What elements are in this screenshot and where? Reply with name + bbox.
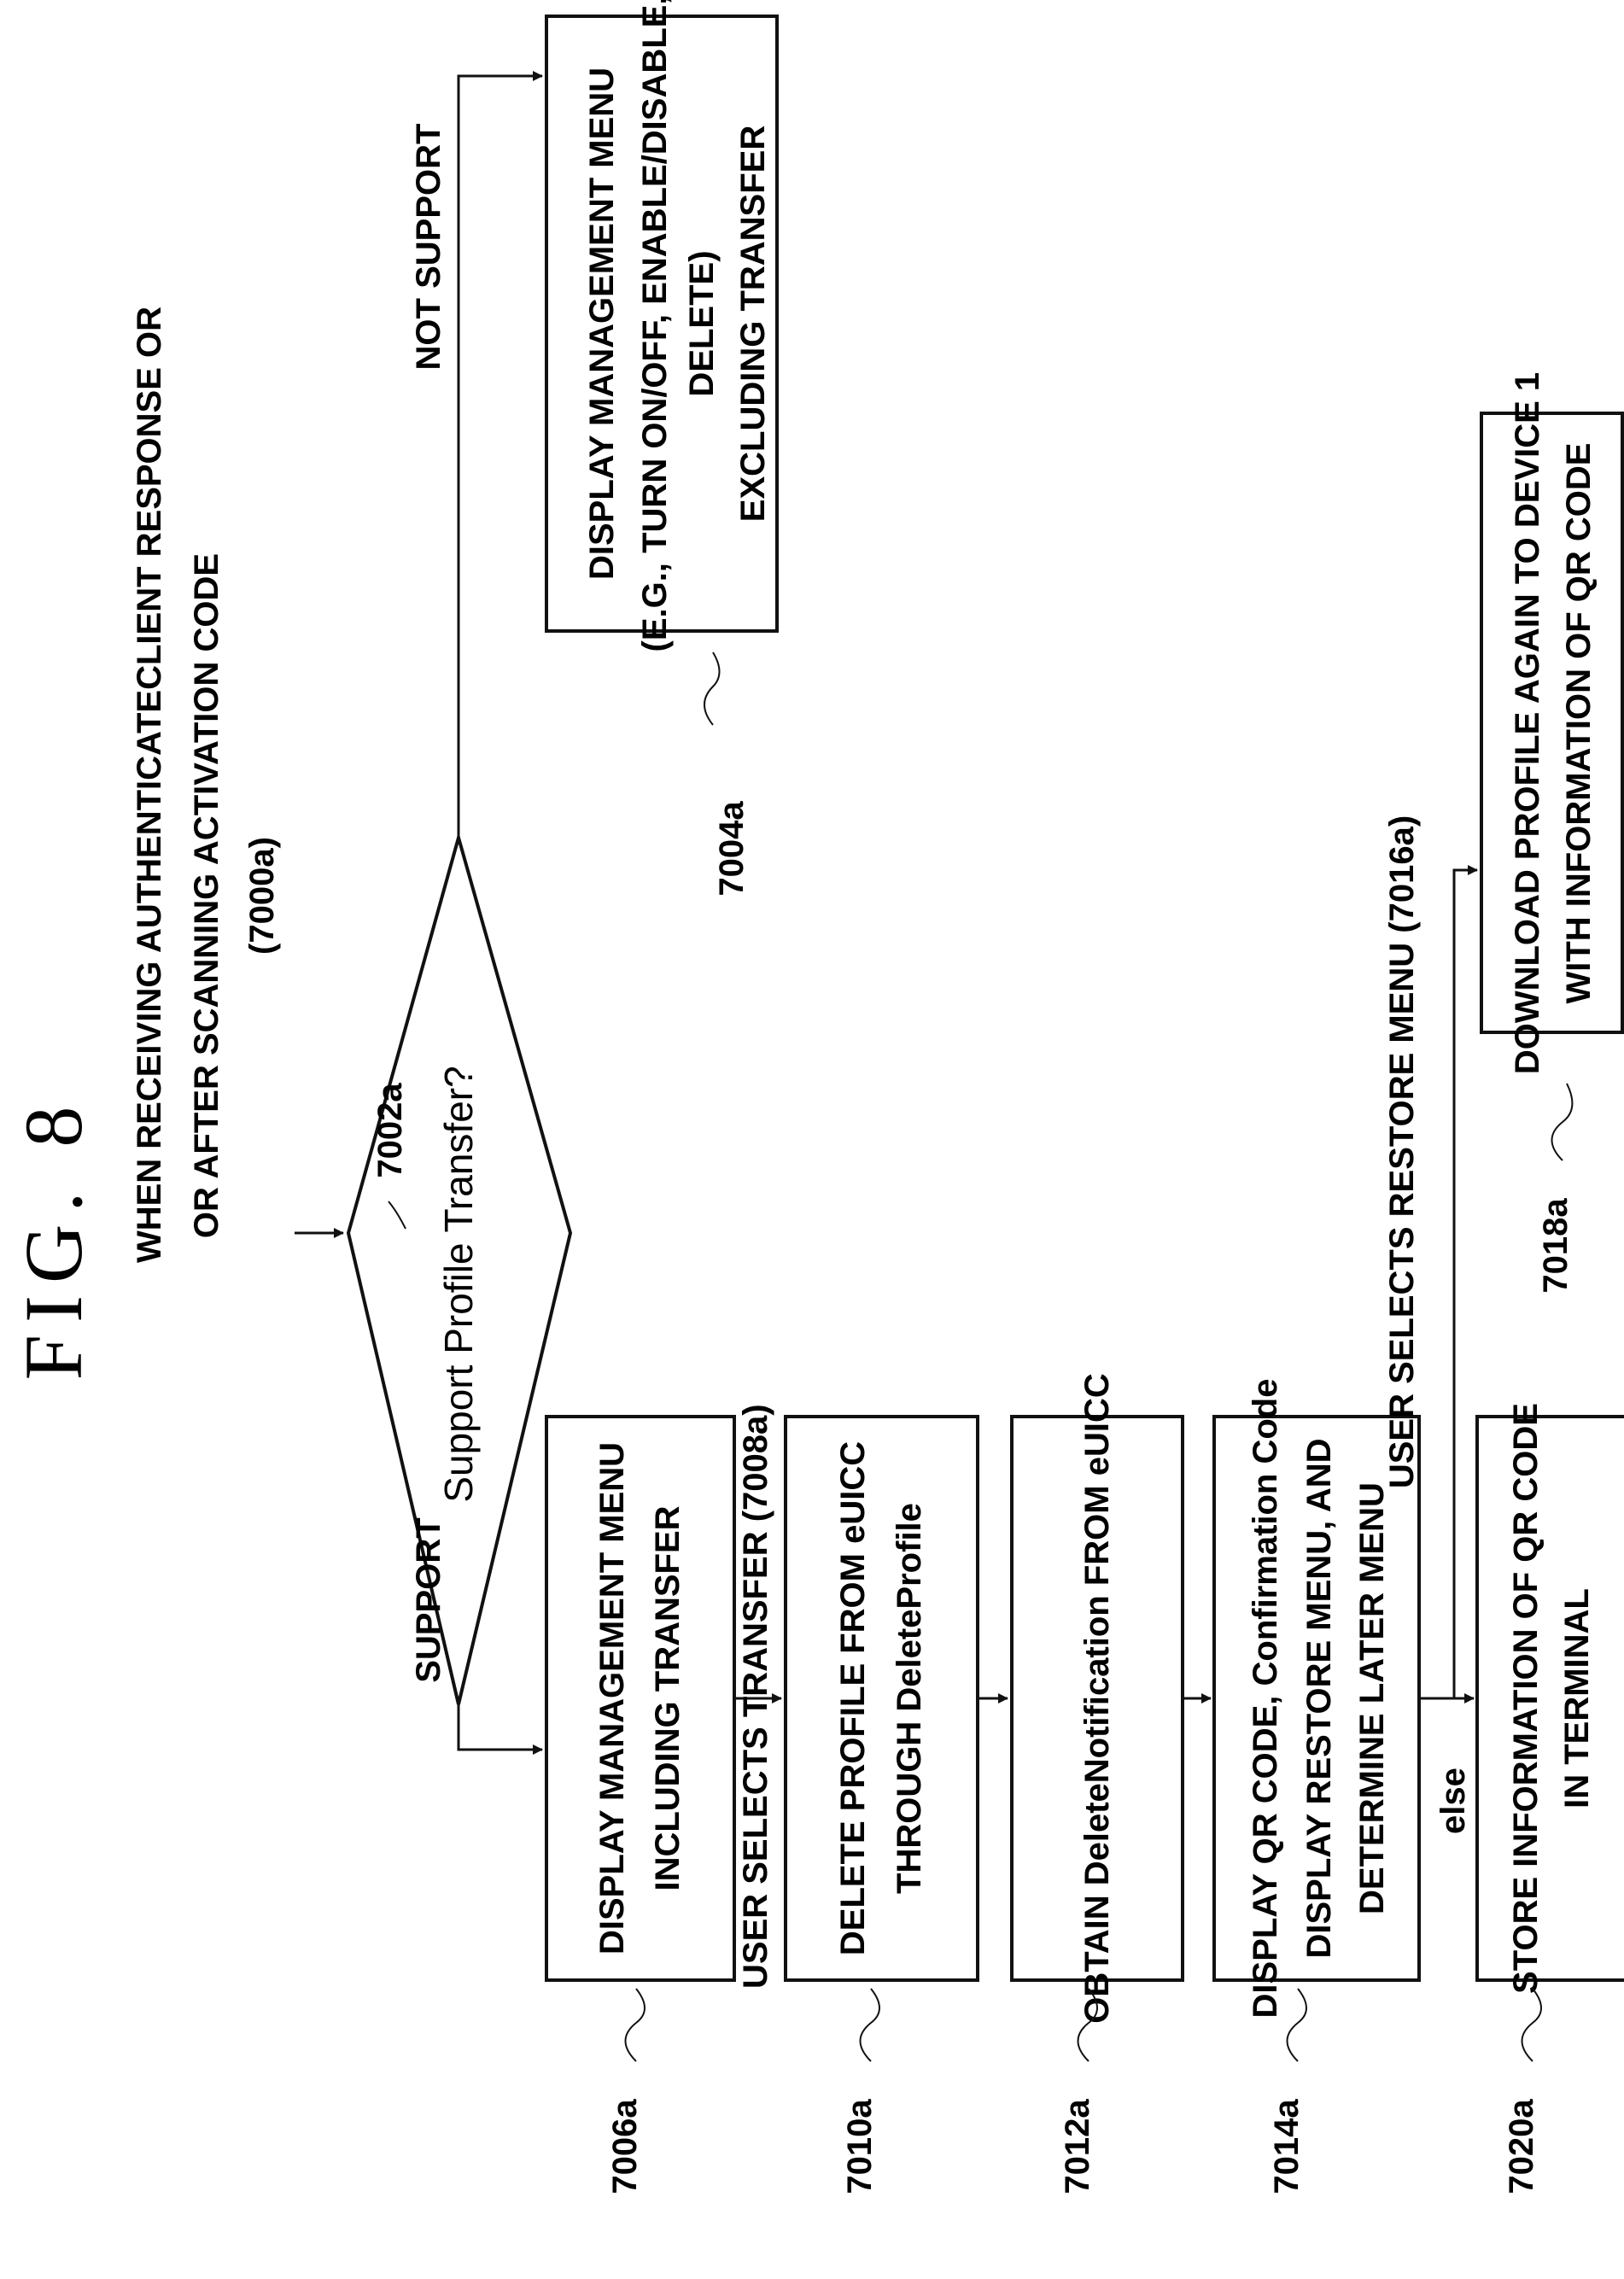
box-7012a-line-1: OBTAIN DeleteNotification FROM eUICC: [1078, 1373, 1116, 2024]
box-7004a-leader: [704, 652, 720, 725]
box-7010a-line-2: THROUGH DeleteProfile: [891, 1503, 928, 1894]
arrow-restore-to-7018: [1454, 870, 1477, 1698]
box-7018a-ref: 7018a: [1537, 1198, 1574, 1294]
box-7004a-line-1: DISPLAY MANAGEMENT MENU: [583, 67, 621, 580]
box-7004a-line-2: (E.G., TURN ON/OFF, ENABLE/DISABLE,: [636, 0, 674, 652]
box-7006a: [546, 1417, 734, 1980]
start-condition-line-1: WHEN RECEIVING AUTHENTICATECLIENT RESPON…: [131, 307, 168, 1263]
decision-ref-leader: [388, 1201, 406, 1229]
label-else: else: [1434, 1768, 1472, 1834]
box-7004a-ref: 7004a: [713, 801, 751, 897]
decision-ref: 7002a: [371, 1083, 409, 1178]
box-7010a: [786, 1417, 978, 1980]
box-7018a: [1481, 413, 1622, 1032]
box-7020a: [1477, 1417, 1624, 1980]
box-7018a-line-2: WITH INFORMATION OF QR CODE: [1560, 443, 1598, 1004]
label-user-selects-restore: USER SELECTS RESTORE MENU (7016a): [1383, 815, 1421, 1488]
box-7012a-ref: 7012a: [1059, 2099, 1096, 2194]
box-7014a-line-1: DISPLAY QR CODE, Confirmation Code: [1247, 1379, 1284, 2019]
box-7014a-line-2: DISPLAY RESTORE MENU, AND: [1300, 1438, 1338, 1958]
start-condition-line-3: (7000a): [243, 837, 281, 955]
box-7010a-line-1: DELETE PROFILE FROM eUICC: [834, 1441, 872, 1955]
label-user-selects-transfer: USER SELECTS TRANSFER (7008a): [737, 1404, 774, 1989]
box-7020a-leader: [1522, 1989, 1542, 2061]
box-7006a-line-2: INCLUDING TRANSFER: [649, 1505, 686, 1890]
box-7006a-ref: 7006a: [606, 2099, 644, 2194]
box-7018a-leader: [1552, 1084, 1573, 1160]
decision-text: Support Profile Transfer?: [436, 1066, 481, 1502]
box-7014a-ref: 7014a: [1268, 2099, 1306, 2194]
label-support: SUPPORT: [410, 1517, 447, 1682]
box-7014a-line-3: DETERMINE LATER MENU: [1353, 1482, 1391, 1914]
box-7004a-line-3: DELETE): [683, 250, 721, 396]
box-7020a-line-2: IN TERMINAL: [1558, 1588, 1596, 1809]
box-7014a-leader: [1288, 1989, 1307, 2061]
arrow-support: [459, 1704, 542, 1750]
box-7018a-line-1: DOWNLOAD PROFILE AGAIN TO DEVICE 1: [1509, 372, 1546, 1074]
box-7020a-ref: 7020a: [1503, 2099, 1540, 2194]
box-7004a-line-4: EXCLUDING TRANSFER: [734, 126, 772, 523]
box-7006a-line-1: DISPLAY MANAGEMENT MENU: [593, 1442, 631, 1955]
arrow-not-support: [459, 76, 542, 838]
box-7020a-line-1: STORE INFORMATION OF QR CODE: [1507, 1403, 1545, 1994]
figure-title: FIG. 8: [8, 1095, 99, 1381]
box-7010a-leader: [861, 1989, 880, 2061]
box-7010a-ref: 7010a: [841, 2099, 879, 2194]
box-7006a-leader: [626, 1989, 646, 2061]
label-not-support: NOT SUPPORT: [410, 124, 447, 371]
start-condition-line-2: OR AFTER SCANNING ACTIVATION CODE: [188, 553, 225, 1238]
